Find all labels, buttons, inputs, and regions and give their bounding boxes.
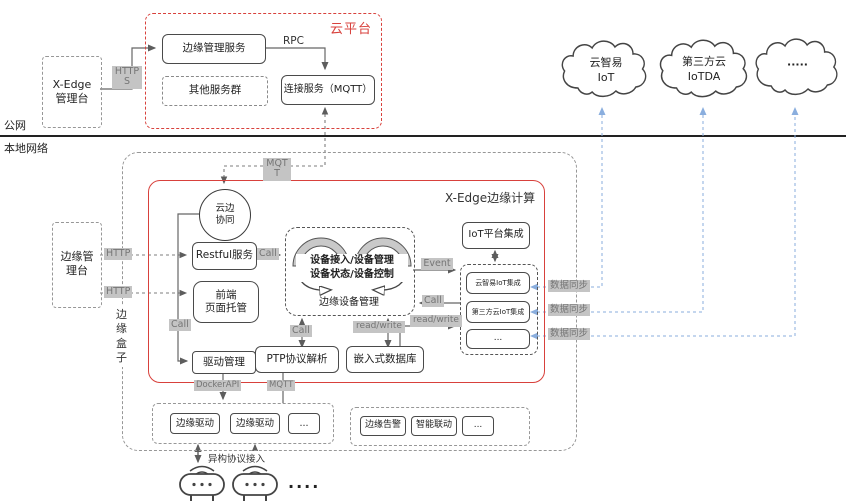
iot-platform-box: IoT平台集成 (462, 222, 530, 249)
edge-service-more-label: ... (473, 420, 483, 431)
mqtt-bottom-label: MQTT (267, 380, 296, 392)
event-label: Event (421, 258, 453, 271)
device-mgmt-box (285, 227, 415, 316)
driver-mgmt-box: 驱动管理 (192, 351, 256, 374)
frontend-label-line2: 页面托管 (205, 302, 247, 314)
cloud-yunzhiyi: 云智易 IoT (575, 56, 637, 86)
connect-service-label: 连接服务（MQTT） (283, 83, 373, 95)
integration-more-label: ... (493, 333, 503, 344)
xedge-console-label-line1: X-Edge (52, 78, 92, 91)
data-sync-line-3 (530, 107, 799, 340)
readwrite-label-2: read/write (410, 315, 462, 327)
mqtt-top-label: MQTT (263, 158, 291, 181)
device-mgmt-text: 设备接入/设备管理 设备状态/设备控制 (296, 254, 408, 282)
edge-driver-label-more: ... (299, 417, 309, 429)
xedge-console-box: X-Edge 管理台 (42, 56, 102, 128)
cloud-yunzhiyi-line1: 云智易 (589, 56, 623, 69)
cloud-icon (659, 39, 748, 98)
restful-service-box: Restful服务 (192, 242, 257, 270)
data-sync-label-3: 数据同步 (548, 328, 591, 341)
cloud-thirdparty-line2: IoTDA (687, 69, 721, 83)
integration-yunzhiyi-box: 云智易IoT集成 (466, 272, 530, 294)
readwrite-label-1: read/write (353, 321, 405, 333)
call-label-mid: Call (290, 325, 312, 338)
cloud-others: ····· (770, 58, 825, 73)
edge-services-container (350, 407, 530, 446)
cloud-thirdparty: 第三方云 IoTDA (668, 55, 740, 85)
frontend-hosting-box: 前端 页面托管 (193, 281, 259, 323)
http-label-1: HTTP (104, 248, 133, 261)
call-label-restful: Call (257, 248, 279, 261)
frontend-label-line1: 前端 (215, 288, 237, 301)
xedge-console-label-line2: 管理台 (55, 92, 89, 106)
edge-driver-label-1: 边缘驱动 (175, 417, 214, 429)
rpc-label: RPC (283, 35, 304, 47)
gateway-device-icon (232, 465, 278, 501)
connect-service-box: 连接服务（MQTT） (281, 75, 375, 105)
edge-drivers-container (152, 403, 334, 444)
cloud-icon (561, 40, 647, 98)
edge-driver-label-2: 边缘驱动 (235, 417, 274, 429)
cloud-edge-sync-circle: 云边 协同 (199, 189, 251, 241)
cloud-thirdparty-line1: 第三方云 (682, 55, 726, 68)
gateway-device-icon (179, 465, 225, 501)
ptp-parser-label: PTP协议解析 (266, 352, 328, 365)
edge-driver-box-1: 边缘驱动 (170, 413, 220, 434)
docker-api-label: DockerAPI (194, 380, 242, 392)
integration-yunzhiyi-label: 云智易IoT集成 (475, 278, 521, 287)
edge-console-label-line2: 理台 (66, 264, 88, 278)
device-mgmt-line2: 设备状态/设备控制 (310, 269, 394, 280)
edge-mgmt-service-box: 边缘管理服务 (162, 34, 266, 64)
device-mgmt-caption: 边缘设备管理 (319, 297, 379, 308)
cloud-icon (755, 38, 838, 96)
cloud-edge-line2: 协同 (215, 215, 235, 226)
more-devices-dots: ···· (288, 477, 321, 496)
edge-driver-box-more: ... (288, 413, 320, 434)
edge-mgmt-service-label: 边缘管理服务 (182, 42, 246, 55)
edge-service-more-box: ... (462, 416, 494, 436)
zone-label-public: 公网 (4, 119, 26, 132)
other-services-box: 其他服务群 (162, 76, 268, 106)
edge-console-box: 边缘管 理台 (52, 222, 102, 308)
cloud-edge-line1: 云边 (215, 202, 235, 214)
zone-label-local: 本地网络 (4, 142, 48, 155)
edge-console-label-line1: 边缘管 (60, 250, 94, 263)
embedded-db-box: 嵌入式数据库 (346, 346, 424, 373)
iot-platform-label: IoT平台集成 (468, 229, 524, 241)
https-label: HTTPS (112, 66, 142, 89)
other-services-label: 其他服务群 (188, 84, 242, 97)
integration-more-box: ... (466, 329, 530, 349)
integration-thirdparty-label: 第三方云IoT集成 (471, 307, 525, 316)
integration-thirdparty-box: 第三方云IoT集成 (466, 301, 530, 323)
cloud-yunzhiyi-line2: IoT (597, 70, 615, 84)
edge-driver-box-2: 边缘驱动 (230, 413, 280, 434)
smart-linkage-label: 智能联动 (415, 420, 452, 431)
call-label-right: Call (422, 295, 444, 308)
data-sync-label-1: 数据同步 (548, 280, 591, 293)
call-label-left: Call (169, 319, 191, 332)
cloud-others-dots: ····· (787, 58, 808, 71)
data-sync-label-2: 数据同步 (548, 304, 591, 317)
smart-linkage-box: 智能联动 (411, 416, 457, 436)
http-label-2: HTTP (104, 286, 133, 299)
hetero-protocol-label: 异构协议接入 (206, 451, 268, 465)
edge-alarm-box: 边缘告警 (360, 416, 406, 436)
driver-mgmt-label: 驱动管理 (203, 355, 245, 368)
xedge-compute-title: X-Edge边缘计算 (445, 191, 536, 205)
edge-alarm-label: 边缘告警 (364, 420, 401, 431)
restful-service-label: Restful服务 (195, 249, 254, 262)
embedded-db-label: 嵌入式数据库 (353, 352, 417, 365)
ptp-parser-box: PTP协议解析 (255, 346, 339, 373)
edge-box-vertical-label: 边缘盒子 (114, 306, 129, 368)
device-mgmt-line1: 设备接入/设备管理 (310, 255, 394, 266)
cloud-platform-title: 云平台 (330, 22, 373, 37)
